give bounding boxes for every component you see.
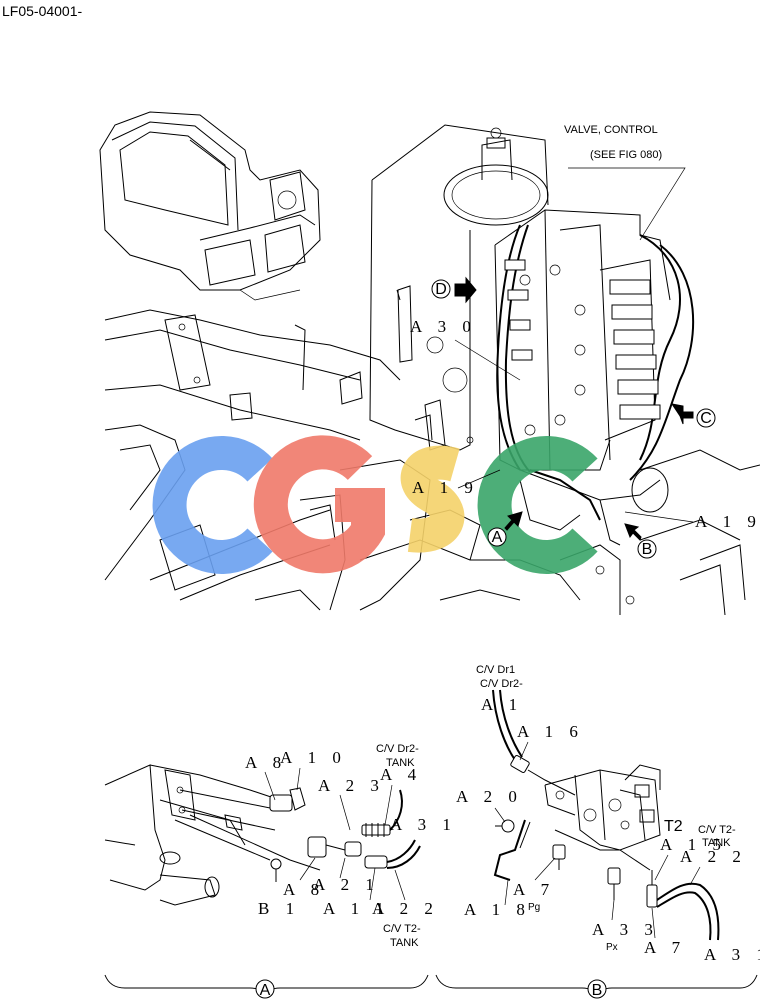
detail-a-b1: B 1 — [258, 899, 300, 918]
detail-b-cv-dr2: C/V Dr2- — [480, 678, 523, 690]
detail-b-px: Px — [606, 942, 618, 953]
callout-a19-left: A 1 9 — [412, 478, 479, 497]
detail-b-a31: A 3 1 — [704, 945, 760, 964]
detail-a-cv-t2-tank-1: C/V T2- — [383, 923, 421, 935]
svg-text:B: B — [642, 541, 653, 558]
detail-b-a15: A 1 5 — [660, 835, 727, 854]
detail-a-bracket: A — [104, 974, 429, 999]
detail-a-cv-dr2-tank-1: C/V Dr2- — [376, 743, 419, 755]
detail-a-drawing — [104, 764, 421, 906]
detail-b-t2: T2 — [664, 818, 683, 835]
watermark — [152, 435, 598, 574]
detail-b-a22: A 2 2 — [680, 847, 747, 866]
detail-b-a7-right: A 7 — [644, 938, 686, 957]
detail-b-a1: A 1 — [481, 695, 523, 714]
detail-a-a31: A 3 1 — [390, 815, 457, 834]
detail-a-a4: A 4 — [380, 765, 422, 784]
detail-a-a22: A 2 2 — [372, 899, 439, 918]
detail-b-cv-dr1: C/V Dr1 — [476, 664, 515, 676]
callout-a30: A 3 0 — [410, 317, 477, 336]
svg-text:C: C — [700, 410, 712, 427]
svg-text:A: A — [492, 529, 503, 546]
detail-b-cv-t2-tank-2: TANK — [702, 837, 731, 849]
detail-a-a8-top: A 8 — [245, 753, 287, 772]
detail-a-a23: A 2 3 — [318, 776, 385, 795]
detail-a-cv-dr2-tank-2: TANK — [386, 757, 415, 769]
valve-control-label: VALVE, CONTROL — [564, 124, 658, 136]
detail-a-cv-t2-tank-2: TANK — [390, 937, 419, 949]
see-fig-label: (SEE FIG 080) — [590, 149, 662, 161]
detail-b-pg: Pg — [528, 902, 540, 913]
view-d-marker: D — [431, 276, 477, 304]
svg-text:B: B — [592, 982, 603, 999]
detail-a-a8-bottom: A 8 — [283, 880, 325, 899]
excavator-thumbnail — [99, 111, 321, 301]
detail-b-drawing — [492, 689, 720, 941]
detail-b-a7-left: A 7 — [513, 880, 555, 899]
detail-b-bracket: B — [435, 974, 758, 999]
view-c-marker: C — [670, 403, 716, 428]
detail-a-a10: A 1 0 — [280, 748, 347, 767]
detail-b-a20: A 2 0 — [456, 787, 523, 806]
detail-b-a33: A 3 3 — [592, 920, 659, 939]
detail-a-a11: A 1 1 — [323, 899, 390, 918]
view-b-marker: B — [624, 523, 657, 559]
page-id: LF05-04001- — [2, 3, 83, 19]
hydraulic-tank — [369, 124, 549, 451]
svg-text:A: A — [260, 982, 271, 999]
view-a-marker: A — [487, 511, 523, 547]
callout-a19-right: A 1 9 — [695, 512, 760, 531]
detail-b-a18: A 1 8 — [464, 900, 531, 919]
detail-b-cv-t2-tank-1: C/V T2- — [698, 824, 736, 836]
detail-b-a16: A 1 6 — [517, 722, 584, 741]
svg-text:D: D — [435, 281, 447, 298]
detail-a-a21: A 2 1 — [313, 875, 380, 894]
